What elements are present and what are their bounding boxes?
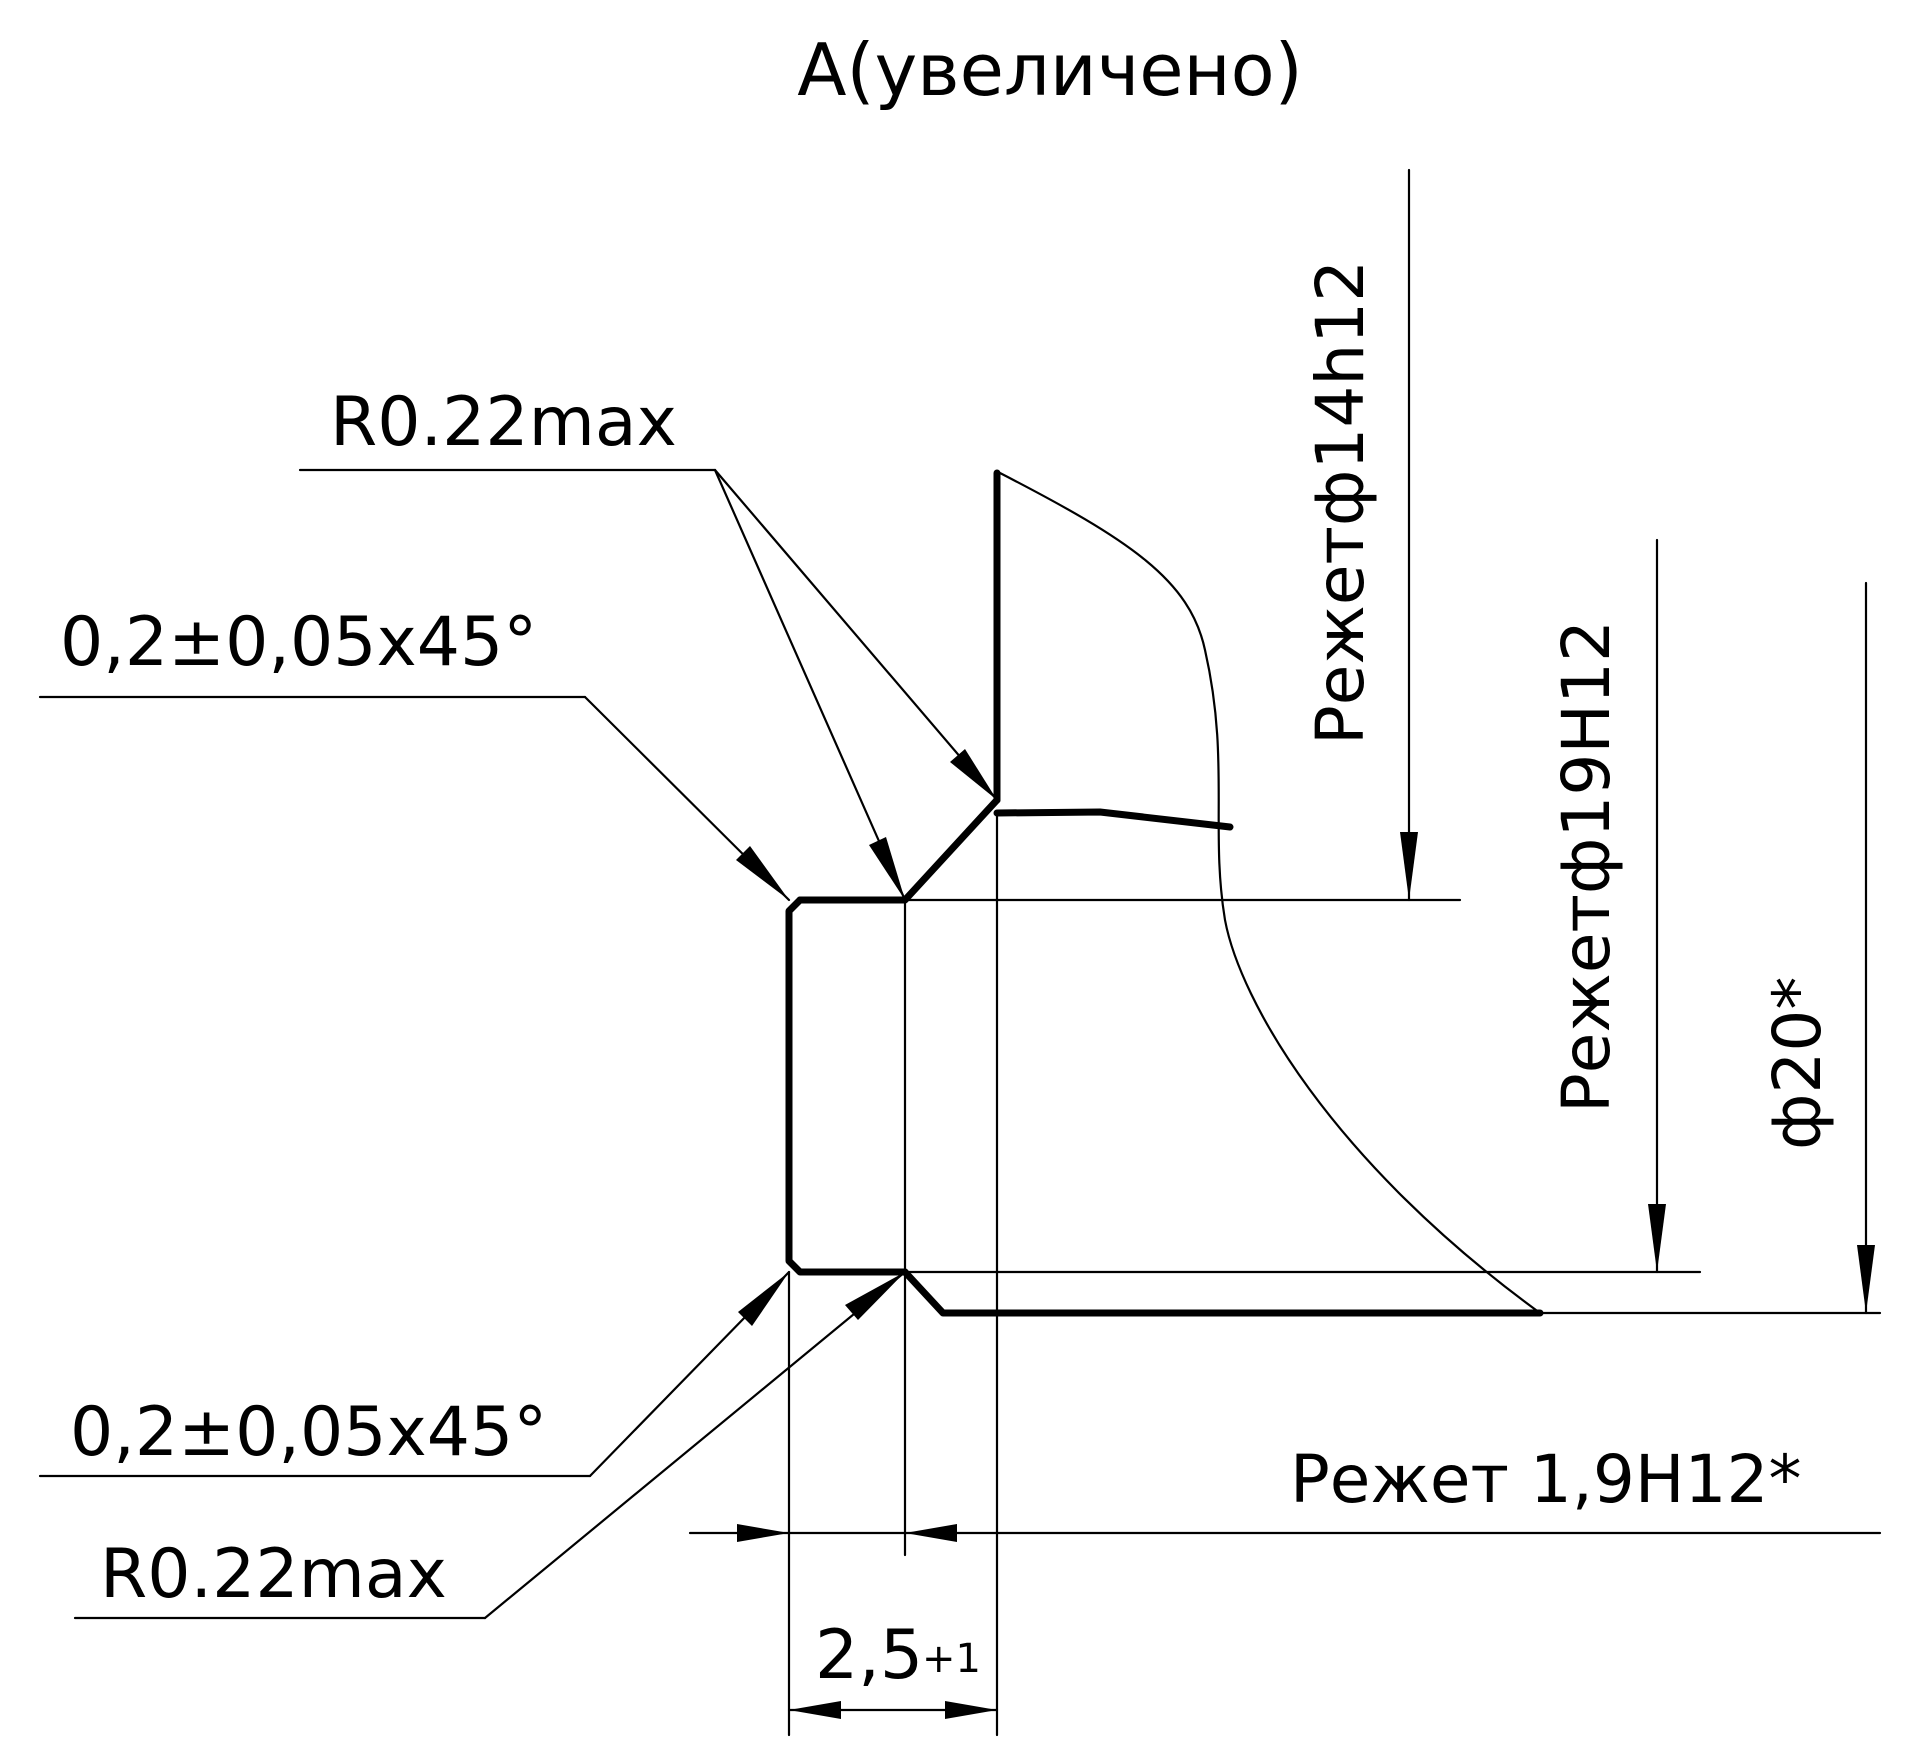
dia-20-label: ф20*: [1759, 977, 1836, 1150]
radius-bottom-label: R0.22max: [100, 1535, 447, 1614]
arrowhead: [1648, 1204, 1666, 1272]
arrowhead: [869, 837, 905, 900]
arrowhead: [737, 1524, 789, 1542]
arrowhead: [1857, 1245, 1875, 1313]
arrowhead: [905, 1524, 957, 1542]
dimension-cut-dia-19: Режетф19H12: [1548, 538, 1666, 1274]
leader-line: [483, 1270, 907, 1620]
leader-line: [713, 468, 999, 802]
leader-chamfer-top: 0,2±0,05x45°: [38, 603, 791, 902]
part-edge-shoulder: [993, 808, 1234, 831]
thin-contours: [787, 471, 1882, 1737]
arrowhead: [845, 1272, 905, 1320]
dimension-cut-dia-14: Режетф14h12: [1302, 168, 1418, 902]
arrowhead: [789, 1701, 841, 1719]
cut-dia-19-label: Режетф19H12: [1548, 620, 1625, 1113]
arrowhead: [1400, 832, 1418, 900]
break-curve: [998, 471, 1542, 1315]
cut-width-label: Режет 1,9H12*: [1290, 1441, 1801, 1518]
arrowhead: [738, 1272, 789, 1326]
dimension-cut-width: Режет 1,9H12*: [688, 1441, 1882, 1542]
arrowhead: [945, 1701, 997, 1719]
leader-radius-bottom: R0.22max: [73, 1270, 907, 1620]
leader-chamfer-bottom: 0,2±0,05x45°: [38, 1270, 791, 1478]
part-edge-lower-chamfer: [901, 1268, 1544, 1317]
radius-top-label: R0.22max: [330, 383, 677, 462]
chamfer-bottom-label: 0,2±0,05x45°: [70, 1393, 547, 1472]
leader-radius-top: R0.22max: [298, 383, 999, 902]
leader-line: [713, 468, 907, 902]
arrowhead: [736, 846, 789, 900]
chamfer-top-label: 0,2±0,05x45°: [60, 603, 537, 682]
dimension-dia-20: ф20*: [1759, 581, 1875, 1315]
length-value-label: 2,5: [815, 1616, 923, 1695]
part-outline: [785, 469, 1544, 1317]
dimension-length: 2,5 +1: [787, 1616, 999, 1719]
length-tolerance-label: +1: [922, 1636, 981, 1682]
part-edge-upper-chamfer: [796, 796, 1001, 904]
arrowhead: [950, 749, 997, 800]
detail-view-title: A(увеличено): [797, 28, 1303, 112]
part-edge-left-body: [785, 896, 909, 1276]
cut-dia-14-label: Режетф14h12: [1302, 260, 1379, 745]
